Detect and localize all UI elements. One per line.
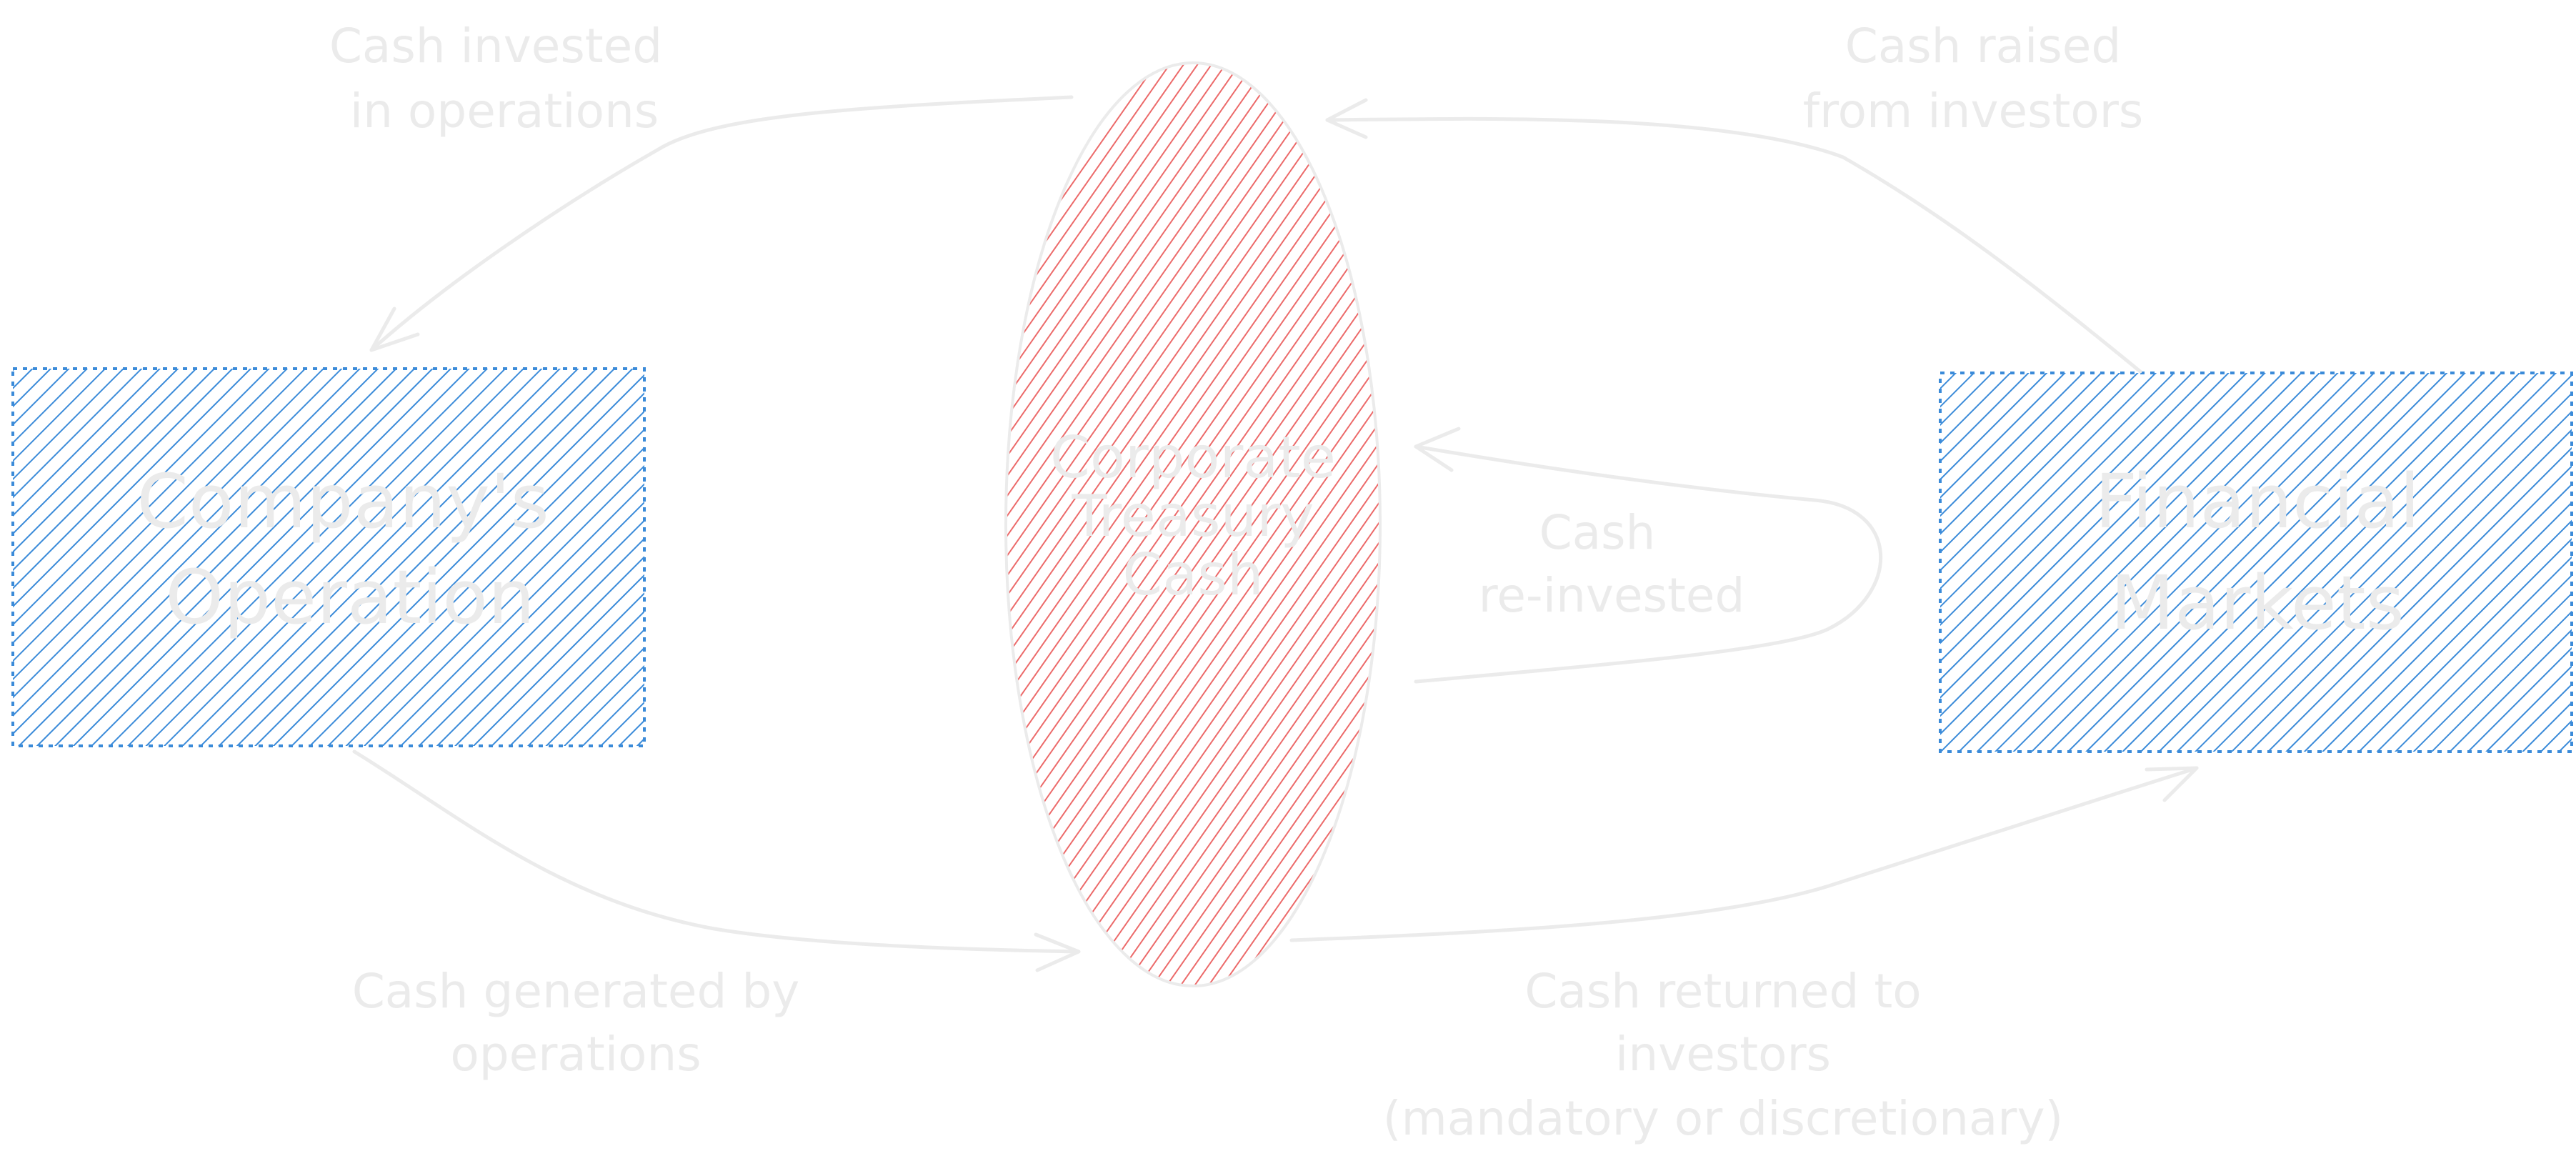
label-cash-invested-line2: in operations	[350, 84, 659, 139]
arrow-cash-generated	[352, 749, 1081, 954]
arrow-cash-returned	[1289, 766, 2199, 942]
financial-markets-node[interactable]: Financial Markets	[1939, 372, 2573, 753]
arrowhead-cash-generated	[1034, 932, 1081, 972]
arrow-cash-reinvested	[1414, 444, 1883, 684]
treasury-label-line2: Treasury	[1071, 483, 1314, 549]
arrowhead-cash-returned	[2145, 766, 2199, 802]
arrowhead-cash-reinvested	[1414, 427, 1461, 472]
financial-markets-label-line1: Financial	[2095, 458, 2420, 545]
treasury-label-line1: Corporate	[1050, 424, 1336, 491]
label-cash-returned-line2: investors	[1615, 1027, 1831, 1082]
arrow-cash-raised	[1325, 116, 2142, 374]
label-cash-invested: Cash invested in operations	[329, 19, 662, 139]
label-cash-reinvested-line2: re-invested	[1479, 568, 1745, 623]
treasury-label-line3: Cash	[1122, 542, 1263, 608]
company-operation-label-line2: Operation	[165, 554, 535, 641]
label-cash-invested-line1: Cash invested	[329, 19, 662, 74]
label-cash-raised: Cash raised from investors	[1803, 19, 2144, 139]
label-cash-generated: Cash generated by operations	[352, 964, 800, 1082]
treasury-ellipse	[1004, 61, 1382, 987]
label-cash-returned-line3: (mandatory or discretionary)	[1383, 1091, 2064, 1146]
label-cash-raised-line1: Cash raised	[1845, 19, 2122, 74]
company-operation-box	[11, 367, 646, 747]
company-operation-node[interactable]: Company's Operation	[11, 367, 646, 747]
financial-markets-box	[1939, 372, 2573, 753]
arrowhead-cash-raised	[1325, 98, 1368, 139]
company-operation-label-line1: Company's	[136, 458, 549, 545]
label-cash-returned-line1: Cash returned to	[1524, 964, 1921, 1019]
label-cash-generated-line1: Cash generated by	[352, 964, 800, 1019]
label-cash-raised-line2: from investors	[1803, 84, 2144, 139]
arrowhead-cash-invested	[369, 307, 420, 352]
treasury-node[interactable]: Corporate Treasury Cash	[1004, 61, 1382, 987]
financial-markets-label-line2: Markets	[2110, 559, 2405, 647]
label-cash-generated-line2: operations	[450, 1027, 701, 1082]
label-cash-reinvested: Cash re-invested	[1479, 505, 1745, 623]
arrow-cash-invested	[369, 95, 1074, 352]
label-cash-reinvested-line1: Cash	[1539, 505, 1656, 560]
label-cash-returned: Cash returned to investors (mandatory or…	[1383, 964, 2064, 1146]
